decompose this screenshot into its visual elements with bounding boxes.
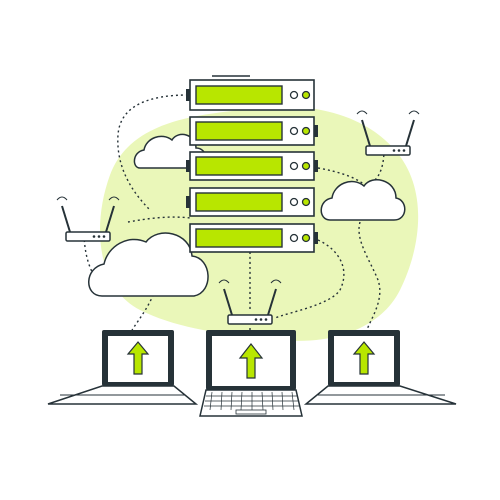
- connection-line: [317, 167, 371, 191]
- server-unit: [189, 223, 318, 253]
- connection-line: [274, 239, 345, 319]
- connection-line: [117, 94, 189, 211]
- upload-arrow-icon: [238, 343, 264, 379]
- server-unit: [186, 75, 315, 111]
- connection-line: [358, 221, 381, 331]
- server-unit: [186, 187, 315, 217]
- upload-arrow-icon: [126, 341, 150, 375]
- server-unit: [189, 116, 318, 146]
- connection-line: [127, 216, 191, 223]
- cloud-icon: [88, 232, 209, 297]
- upload-arrow-icon: [352, 341, 376, 375]
- cloud-icon: [320, 179, 406, 221]
- wifi-router-icon: [356, 110, 420, 156]
- laptop-icon: [303, 330, 457, 405]
- server-unit: [186, 151, 318, 181]
- laptop-icon: [47, 330, 199, 405]
- connection-line: [374, 149, 385, 181]
- wifi-router-icon: [56, 196, 120, 242]
- laptop-icon: [199, 330, 303, 417]
- keyboard: [204, 391, 299, 411]
- wifi-router-icon: [218, 279, 282, 325]
- server-rack-icon: [186, 75, 318, 253]
